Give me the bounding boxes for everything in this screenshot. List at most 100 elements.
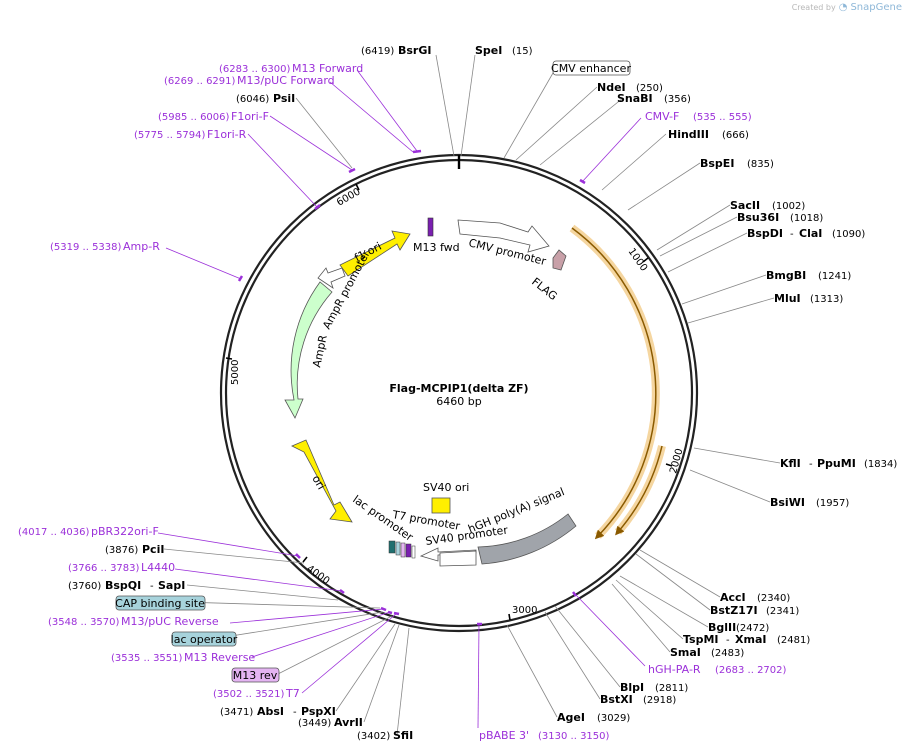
sv40-promoter-arrow bbox=[419, 547, 477, 562]
svg-text:lac operator: lac operator bbox=[171, 633, 238, 646]
svg-text:CMV enhancer: CMV enhancer bbox=[551, 62, 631, 75]
enzyme-bglii: BglII(2472) bbox=[708, 621, 769, 634]
primer-f1ori-f: (5985 .. 6006)F1ori-F bbox=[158, 110, 269, 123]
svg-text:pBABE 3': pBABE 3' bbox=[479, 729, 529, 742]
primer-hgh-pa-r: hGH-PA-R (2683 .. 2702) bbox=[648, 663, 787, 676]
svg-text:(2811): (2811) bbox=[655, 683, 688, 694]
svg-text:(535 .. 555): (535 .. 555) bbox=[693, 112, 752, 123]
primer-cmv-f: CMV-F(535 .. 555) bbox=[645, 110, 752, 123]
enzyme-bsu36i: Bsu36I (1018) bbox=[737, 211, 823, 224]
enzyme-bstz17i: BstZ17I(2341) bbox=[710, 604, 799, 617]
enzyme-ndei: NdeI(250) bbox=[597, 81, 663, 94]
svg-text:hGH-PA-R: hGH-PA-R bbox=[648, 663, 701, 676]
cmv-enhancer-box: CMV enhancer bbox=[551, 60, 631, 76]
svg-text:M13/pUC Forward: M13/pUC Forward bbox=[237, 74, 335, 87]
m13-fwd-label: M13 fwd bbox=[413, 241, 460, 254]
svg-text:(2683 .. 2702): (2683 .. 2702) bbox=[715, 665, 787, 676]
svg-text:BspQI: BspQI bbox=[105, 579, 141, 592]
svg-text:(2472): (2472) bbox=[736, 623, 769, 634]
svg-text:BmgBI: BmgBI bbox=[766, 269, 806, 282]
enzyme-kfli-ppumi: KflI-PpuMI(1834) bbox=[780, 457, 897, 470]
flag-arrow bbox=[552, 249, 567, 271]
svg-text:PspXI: PspXI bbox=[301, 705, 336, 718]
enzyme-bsrgi: (6419)BsrGI bbox=[361, 44, 431, 57]
svg-text:(3029): (3029) bbox=[597, 713, 630, 724]
svg-text:(3130 .. 3150): (3130 .. 3150) bbox=[538, 731, 610, 742]
svg-text:(3449): (3449) bbox=[298, 718, 331, 729]
svg-text:pBR322ori-F: pBR322ori-F bbox=[91, 525, 159, 538]
primer-m13-puc-reverse: (3548 .. 3570)M13/pUC Reverse bbox=[48, 615, 219, 628]
svg-text:F1ori-F: F1ori-F bbox=[231, 110, 269, 123]
ampr-promoter-arrow bbox=[317, 267, 346, 289]
f1-ori-arrow bbox=[339, 230, 411, 277]
enzyme-avrii: (3449)AvrII bbox=[298, 716, 363, 729]
enzyme-blpi: BlpI (2811) bbox=[620, 681, 688, 694]
ampr-arrow bbox=[284, 281, 333, 419]
svg-text:(250): (250) bbox=[636, 83, 663, 94]
svg-text:BsrGI: BsrGI bbox=[398, 44, 431, 57]
svg-text:SnaBI: SnaBI bbox=[617, 92, 653, 105]
svg-text:(666): (666) bbox=[722, 130, 749, 141]
primer-l4440: (3766 .. 3783)L4440 bbox=[68, 561, 175, 574]
svg-text:(3876): (3876) bbox=[105, 545, 138, 556]
enzyme-bstxi: BstXI(2918) bbox=[600, 693, 676, 706]
svg-text:AccI: AccI bbox=[720, 591, 746, 604]
svg-text:M13 Reverse: M13 Reverse bbox=[184, 651, 255, 664]
boxed-feature-labels: CMV enhancer CAP binding site lac operat… bbox=[115, 60, 631, 683]
primer-m13-forward: (6283 .. 6300)M13 Forward bbox=[219, 62, 363, 75]
svg-text:BspEI: BspEI bbox=[700, 157, 734, 170]
ori-arrow bbox=[291, 439, 353, 523]
ampr-label: AmpR bbox=[310, 333, 330, 368]
enzyme-mlui: MluI (1313) bbox=[774, 292, 843, 305]
svg-text:SfiI: SfiI bbox=[393, 729, 413, 742]
svg-text:(3402): (3402) bbox=[357, 731, 390, 742]
svg-text:(4017 .. 4036): (4017 .. 4036) bbox=[18, 527, 90, 538]
svg-text:MluI: MluI bbox=[774, 292, 801, 305]
enzyme-sfii: (3402)SfiI bbox=[357, 729, 413, 742]
plasmid-name: Flag-MCPIP1(delta ZF) bbox=[389, 382, 528, 395]
svg-text:(835): (835) bbox=[747, 159, 774, 170]
svg-text:(2918): (2918) bbox=[643, 695, 676, 706]
svg-text:(3760): (3760) bbox=[68, 581, 101, 592]
svg-text:(3548 .. 3570): (3548 .. 3570) bbox=[48, 617, 120, 628]
sv40-ori-box bbox=[431, 497, 451, 514]
enzyme-tspmi-xmai: TspMI-XmaI(2481) bbox=[683, 633, 810, 646]
enzyme-smai: SmaI (2483) bbox=[670, 646, 744, 659]
svg-text:XmaI: XmaI bbox=[735, 633, 766, 646]
svg-text:(2340): (2340) bbox=[757, 593, 790, 604]
primer-labels: (6283 .. 6300)M13 Forward (6269 .. 6291)… bbox=[18, 62, 787, 742]
snapgene-brand: Created by ◔ SnapGene bbox=[792, 2, 902, 13]
svg-text:SacII: SacII bbox=[730, 199, 760, 212]
svg-text:Bsu36I: Bsu36I bbox=[737, 211, 779, 224]
primer-pbr322ori-f: (4017 .. 4036)pBR322ori-F bbox=[18, 525, 159, 538]
svg-text:(1313): (1313) bbox=[810, 294, 843, 305]
svg-text:(1241): (1241) bbox=[818, 271, 851, 282]
enzyme-psii: (6046)PsiI bbox=[236, 92, 295, 105]
svg-text:SapI: SapI bbox=[158, 579, 185, 592]
enzyme-bspei: BspEI (835) bbox=[700, 157, 774, 170]
tick-3000: 3000 bbox=[512, 605, 537, 616]
svg-text:F1ori-R: F1ori-R bbox=[207, 128, 247, 141]
snapgene-label: SnapGene bbox=[850, 2, 902, 13]
svg-text:SmaI: SmaI bbox=[670, 646, 701, 659]
svg-text:-: - bbox=[809, 459, 813, 470]
svg-text:AgeI: AgeI bbox=[557, 711, 585, 724]
flag-label: FLAG bbox=[529, 275, 560, 303]
svg-text:(2483): (2483) bbox=[711, 648, 744, 659]
svg-text:M13/pUC Reverse: M13/pUC Reverse bbox=[121, 615, 219, 628]
enzyme-snabi: SnaBI(356) bbox=[617, 92, 691, 105]
svg-text:AbsI: AbsI bbox=[257, 705, 284, 718]
lac-operator-box: lac operator bbox=[171, 631, 238, 647]
svg-text:BlpI: BlpI bbox=[620, 681, 644, 694]
enzyme-sacii: SacII(1002) bbox=[730, 199, 805, 212]
primer-m13-puc-forward: (6269 .. 6291)M13/pUC Forward bbox=[164, 74, 335, 87]
svg-text:(1018): (1018) bbox=[790, 213, 823, 224]
enzyme-bsiwi: BsiWI(1957) bbox=[770, 496, 849, 509]
svg-text:L4440: L4440 bbox=[141, 561, 175, 574]
tick-5000: 5000 bbox=[230, 360, 241, 385]
primer-m13-reverse: (3535 .. 3551)M13 Reverse bbox=[111, 651, 255, 664]
svg-text:M13 Forward: M13 Forward bbox=[292, 62, 363, 75]
enzyme-absi-pspxi: (3471)AbsI-PspXI bbox=[220, 705, 336, 718]
svg-text:M13 rev: M13 rev bbox=[233, 669, 278, 682]
